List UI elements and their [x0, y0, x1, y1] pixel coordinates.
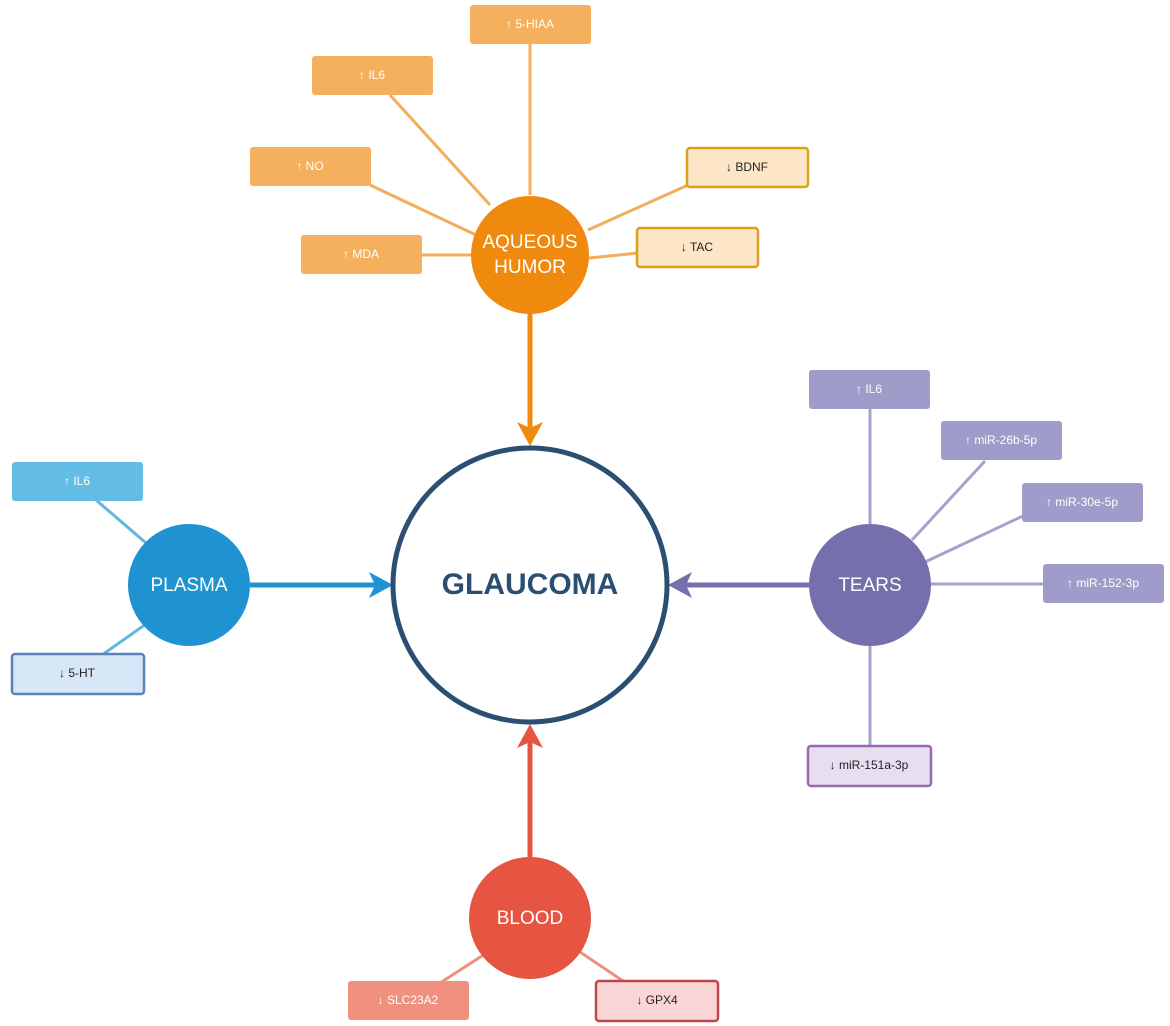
- marker-aqueous-il6: ↑ IL6: [312, 56, 433, 95]
- center-node: GLAUCOMA: [390, 445, 670, 725]
- hub-tears-label: TEARS: [838, 575, 901, 596]
- hub-aqueous-label-line2: HUMOR: [494, 257, 566, 278]
- svg-text:↑ MDA: ↑ MDA: [343, 247, 379, 261]
- svg-text:↓ GPX4: ↓ GPX4: [636, 993, 678, 1007]
- svg-text:↑ miR-30e-5p: ↑ miR-30e-5p: [1046, 495, 1118, 509]
- marker-no: ↑ NO: [250, 147, 371, 186]
- svg-text:↑ IL6: ↑ IL6: [64, 474, 90, 488]
- connector-mir-30e: [924, 513, 1026, 564]
- hub-blood-circle: [469, 857, 591, 979]
- svg-text:↓ SLC23A2: ↓ SLC23A2: [378, 993, 439, 1007]
- arrows: [250, 312, 810, 858]
- aqueous-markers: ↑ 5-HIAA ↑ IL6 ↑ NO ↑ MDA ↓ BDNF ↓ TAC: [250, 5, 810, 274]
- svg-text:↑ NO: ↑ NO: [296, 159, 323, 173]
- marker-mir-26b-5p: ↑ miR-26b-5p: [941, 421, 1062, 460]
- marker-gpx4: ↓ GPX4: [594, 979, 720, 1023]
- tears-markers: ↑ IL6 ↑ miR-26b-5p ↑ miR-30e-5p ↑ miR-15…: [806, 370, 1164, 788]
- center-circle: [390, 445, 670, 725]
- plasma-markers: ↑ IL6 ↓ 5-HT: [10, 462, 146, 696]
- connector-tac: [588, 251, 639, 260]
- blood-markers: ↓ SLC23A2 ↓ GPX4: [348, 979, 720, 1023]
- hub-aqueous-label-line1: AQUEOUS: [482, 232, 577, 253]
- aqueous-connectors: [369, 44, 689, 260]
- hub-aqueous: AQUEOUS HUMOR: [471, 196, 589, 314]
- svg-text:↑ 5-HIAA: ↑ 5-HIAA: [506, 17, 554, 31]
- svg-text:↑ miR-152-3p: ↑ miR-152-3p: [1067, 576, 1139, 590]
- hub-blood-label: BLOOD: [497, 908, 564, 929]
- hub-plasma-label: PLASMA: [150, 575, 227, 596]
- hub-tears-circle: [809, 524, 931, 646]
- marker-tac: ↓ TAC: [635, 226, 760, 269]
- arrow-plasma: [250, 572, 393, 598]
- connector-gpx4: [579, 950, 627, 985]
- connector-no: [369, 183, 477, 237]
- marker-plasma-il6: ↑ IL6: [12, 462, 143, 501]
- hub-plasma-circle: [128, 524, 250, 646]
- blood-connectors: [439, 950, 627, 985]
- svg-text:↓ BDNF: ↓ BDNF: [726, 160, 768, 174]
- connector-mir-26b: [910, 459, 987, 542]
- marker-mir-151a-3p: ↓ miR-151a-3p: [806, 744, 933, 788]
- connector-aqueous-il6: [388, 93, 492, 207]
- marker-mda: ↑ MDA: [301, 235, 422, 274]
- arrow-aqueous: [517, 312, 543, 446]
- marker-tears-il6: ↑ IL6: [809, 370, 930, 409]
- svg-text:↓ 5-HT: ↓ 5-HT: [59, 666, 96, 680]
- plasma-connectors: [95, 498, 147, 657]
- marker-slc23a2: ↓ SLC23A2: [348, 981, 469, 1020]
- marker-5-hiaa: ↑ 5-HIAA: [470, 5, 591, 44]
- tears-connectors: [868, 409, 1045, 746]
- marker-5-ht: ↓ 5-HT: [10, 652, 146, 696]
- center-label: GLAUCOMA: [442, 568, 619, 601]
- marker-bdnf: ↓ BDNF: [685, 146, 810, 189]
- marker-mir-30e-5p: ↑ miR-30e-5p: [1022, 483, 1143, 522]
- hub-aqueous-circle: [471, 196, 589, 314]
- svg-text:↑ IL6: ↑ IL6: [359, 68, 385, 82]
- svg-text:↓ TAC: ↓ TAC: [681, 240, 714, 254]
- connector-plasma-il6: [95, 498, 147, 545]
- marker-mir-152-3p: ↑ miR-152-3p: [1043, 564, 1164, 603]
- hub-blood: BLOOD: [469, 857, 591, 979]
- svg-text:↑ IL6: ↑ IL6: [856, 382, 882, 396]
- arrow-blood: [517, 724, 543, 858]
- connector-bdnf: [587, 183, 689, 232]
- hub-tears: TEARS: [809, 524, 931, 646]
- connector-5-ht: [101, 622, 147, 657]
- hub-plasma: PLASMA: [128, 524, 250, 646]
- svg-text:↑ miR-26b-5p: ↑ miR-26b-5p: [965, 433, 1037, 447]
- svg-text:↓ miR-151a-3p: ↓ miR-151a-3p: [830, 758, 909, 772]
- arrow-tears: [668, 572, 810, 598]
- connector-slc23a2: [439, 950, 489, 985]
